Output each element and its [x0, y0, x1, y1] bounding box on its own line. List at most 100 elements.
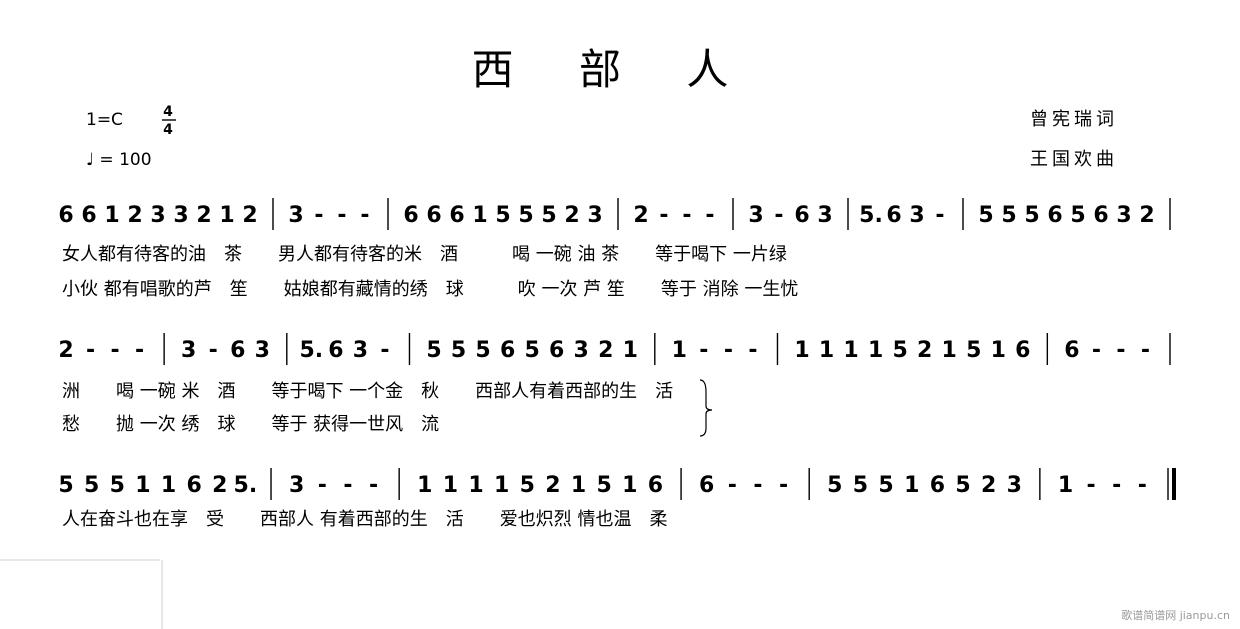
note: 5 [1001, 203, 1016, 228]
note: 1 [443, 473, 458, 498]
note-extension: - [110, 338, 119, 363]
watermark: 歌谱简谱网 jianpu.cn [1121, 609, 1230, 622]
note-extension: - [753, 473, 762, 498]
note: 5 [978, 203, 993, 228]
note: 2 [1139, 203, 1154, 228]
note: 2 [196, 203, 211, 228]
note: 3 [255, 338, 270, 363]
note: 6 [1093, 203, 1108, 228]
note: 6 [648, 473, 663, 498]
note-extension: - [724, 338, 733, 363]
note: 5. [859, 203, 883, 228]
note-extension: - [1112, 473, 1121, 498]
note-extension: - [779, 473, 788, 498]
note: 5 [892, 338, 907, 363]
note-extension: - [343, 473, 352, 498]
note: 6 [1047, 203, 1062, 228]
note-extension: - [748, 338, 757, 363]
note: 2 [212, 473, 227, 498]
note: 5 [1024, 203, 1039, 228]
note: 3 [587, 203, 602, 228]
composer-credit: 王国欢曲 [1030, 149, 1118, 170]
note: 1 [991, 338, 1006, 363]
note: 5 [520, 473, 535, 498]
note: 3 [909, 203, 924, 228]
system-2-lyric-line-1: 洲 喝 一碗 米 酒 等于喝下 一个金 秋 西部人有着西部的生 活 [62, 381, 673, 402]
note: 6 [81, 203, 96, 228]
note: 6 [403, 203, 418, 228]
note: 5 [451, 338, 466, 363]
note-extension: - [369, 473, 378, 498]
note-extension: - [1092, 338, 1101, 363]
note: 3 [1007, 473, 1022, 498]
note: 3 [353, 338, 368, 363]
note: 1 [494, 473, 509, 498]
note: 5 [58, 473, 73, 498]
note: 6 [930, 473, 945, 498]
note-extension: - [314, 203, 323, 228]
note: 2 [917, 338, 932, 363]
note: 1 [904, 473, 919, 498]
note: 2 [127, 203, 142, 228]
note: 5 [475, 338, 490, 363]
note: 5 [524, 338, 539, 363]
note-extension: - [705, 203, 714, 228]
system-3-lyric-line-1: 人在奋斗也在享 受 西部人 有着西部的生 活 爱也炽烈 情也温 柔 [62, 509, 667, 530]
note: 5 [1070, 203, 1085, 228]
time-signature-top: 4 [163, 104, 173, 120]
note: 2 [545, 473, 560, 498]
note: 6 [449, 203, 464, 228]
note: 1 [622, 473, 637, 498]
note: 5 [541, 203, 556, 228]
note: 6 [426, 203, 441, 228]
note: 1 [942, 338, 957, 363]
note-extension: - [1141, 338, 1150, 363]
note-extension: - [380, 338, 389, 363]
system-1-lyric-line-2: 小伙 都有唱歌的芦 笙 姑娘都有藏情的绣 球 吹 一次 芦 笙 等于 消除 一生… [62, 279, 798, 300]
note: 5 [878, 473, 893, 498]
note: 1 [135, 473, 150, 498]
note: 1 [219, 203, 234, 228]
note: 5 [518, 203, 533, 228]
note: 5 [827, 473, 842, 498]
note: 5. [299, 338, 323, 363]
note-extension: - [935, 203, 944, 228]
note: 2 [981, 473, 996, 498]
note: 6 [328, 338, 343, 363]
note-extension: - [1138, 473, 1147, 498]
note: 5 [853, 473, 868, 498]
note: 3 [181, 338, 196, 363]
note: 1 [1058, 473, 1073, 498]
note: 3 [150, 203, 165, 228]
note: 2 [564, 203, 579, 228]
note: 5 [955, 473, 970, 498]
note-extension: - [699, 338, 708, 363]
note: 3 [817, 203, 832, 228]
time-signature-bottom: 4 [163, 122, 173, 138]
note-extension: - [360, 203, 369, 228]
note: 6 [699, 473, 714, 498]
note: 2 [242, 203, 257, 228]
note: 1 [623, 338, 638, 363]
note: 6 [58, 203, 73, 228]
tempo-marking: ♩ = 100 [86, 150, 152, 170]
note-extension: - [728, 473, 737, 498]
note-extension: - [135, 338, 144, 363]
repeat-brace [699, 379, 713, 437]
note: 5 [966, 338, 981, 363]
note: 6 [186, 473, 201, 498]
note: 6 [500, 338, 515, 363]
note: 2 [58, 338, 73, 363]
system-2-lyric-line-2: 愁 抛 一次 绣 球 等于 获得一世风 流 [62, 414, 439, 435]
note-extension: - [337, 203, 346, 228]
note-extension: - [1087, 473, 1096, 498]
note: 5 [84, 473, 99, 498]
note: 1 [672, 338, 687, 363]
note: 5. [234, 473, 258, 498]
note: 3 [288, 203, 303, 228]
note: 6 [794, 203, 809, 228]
